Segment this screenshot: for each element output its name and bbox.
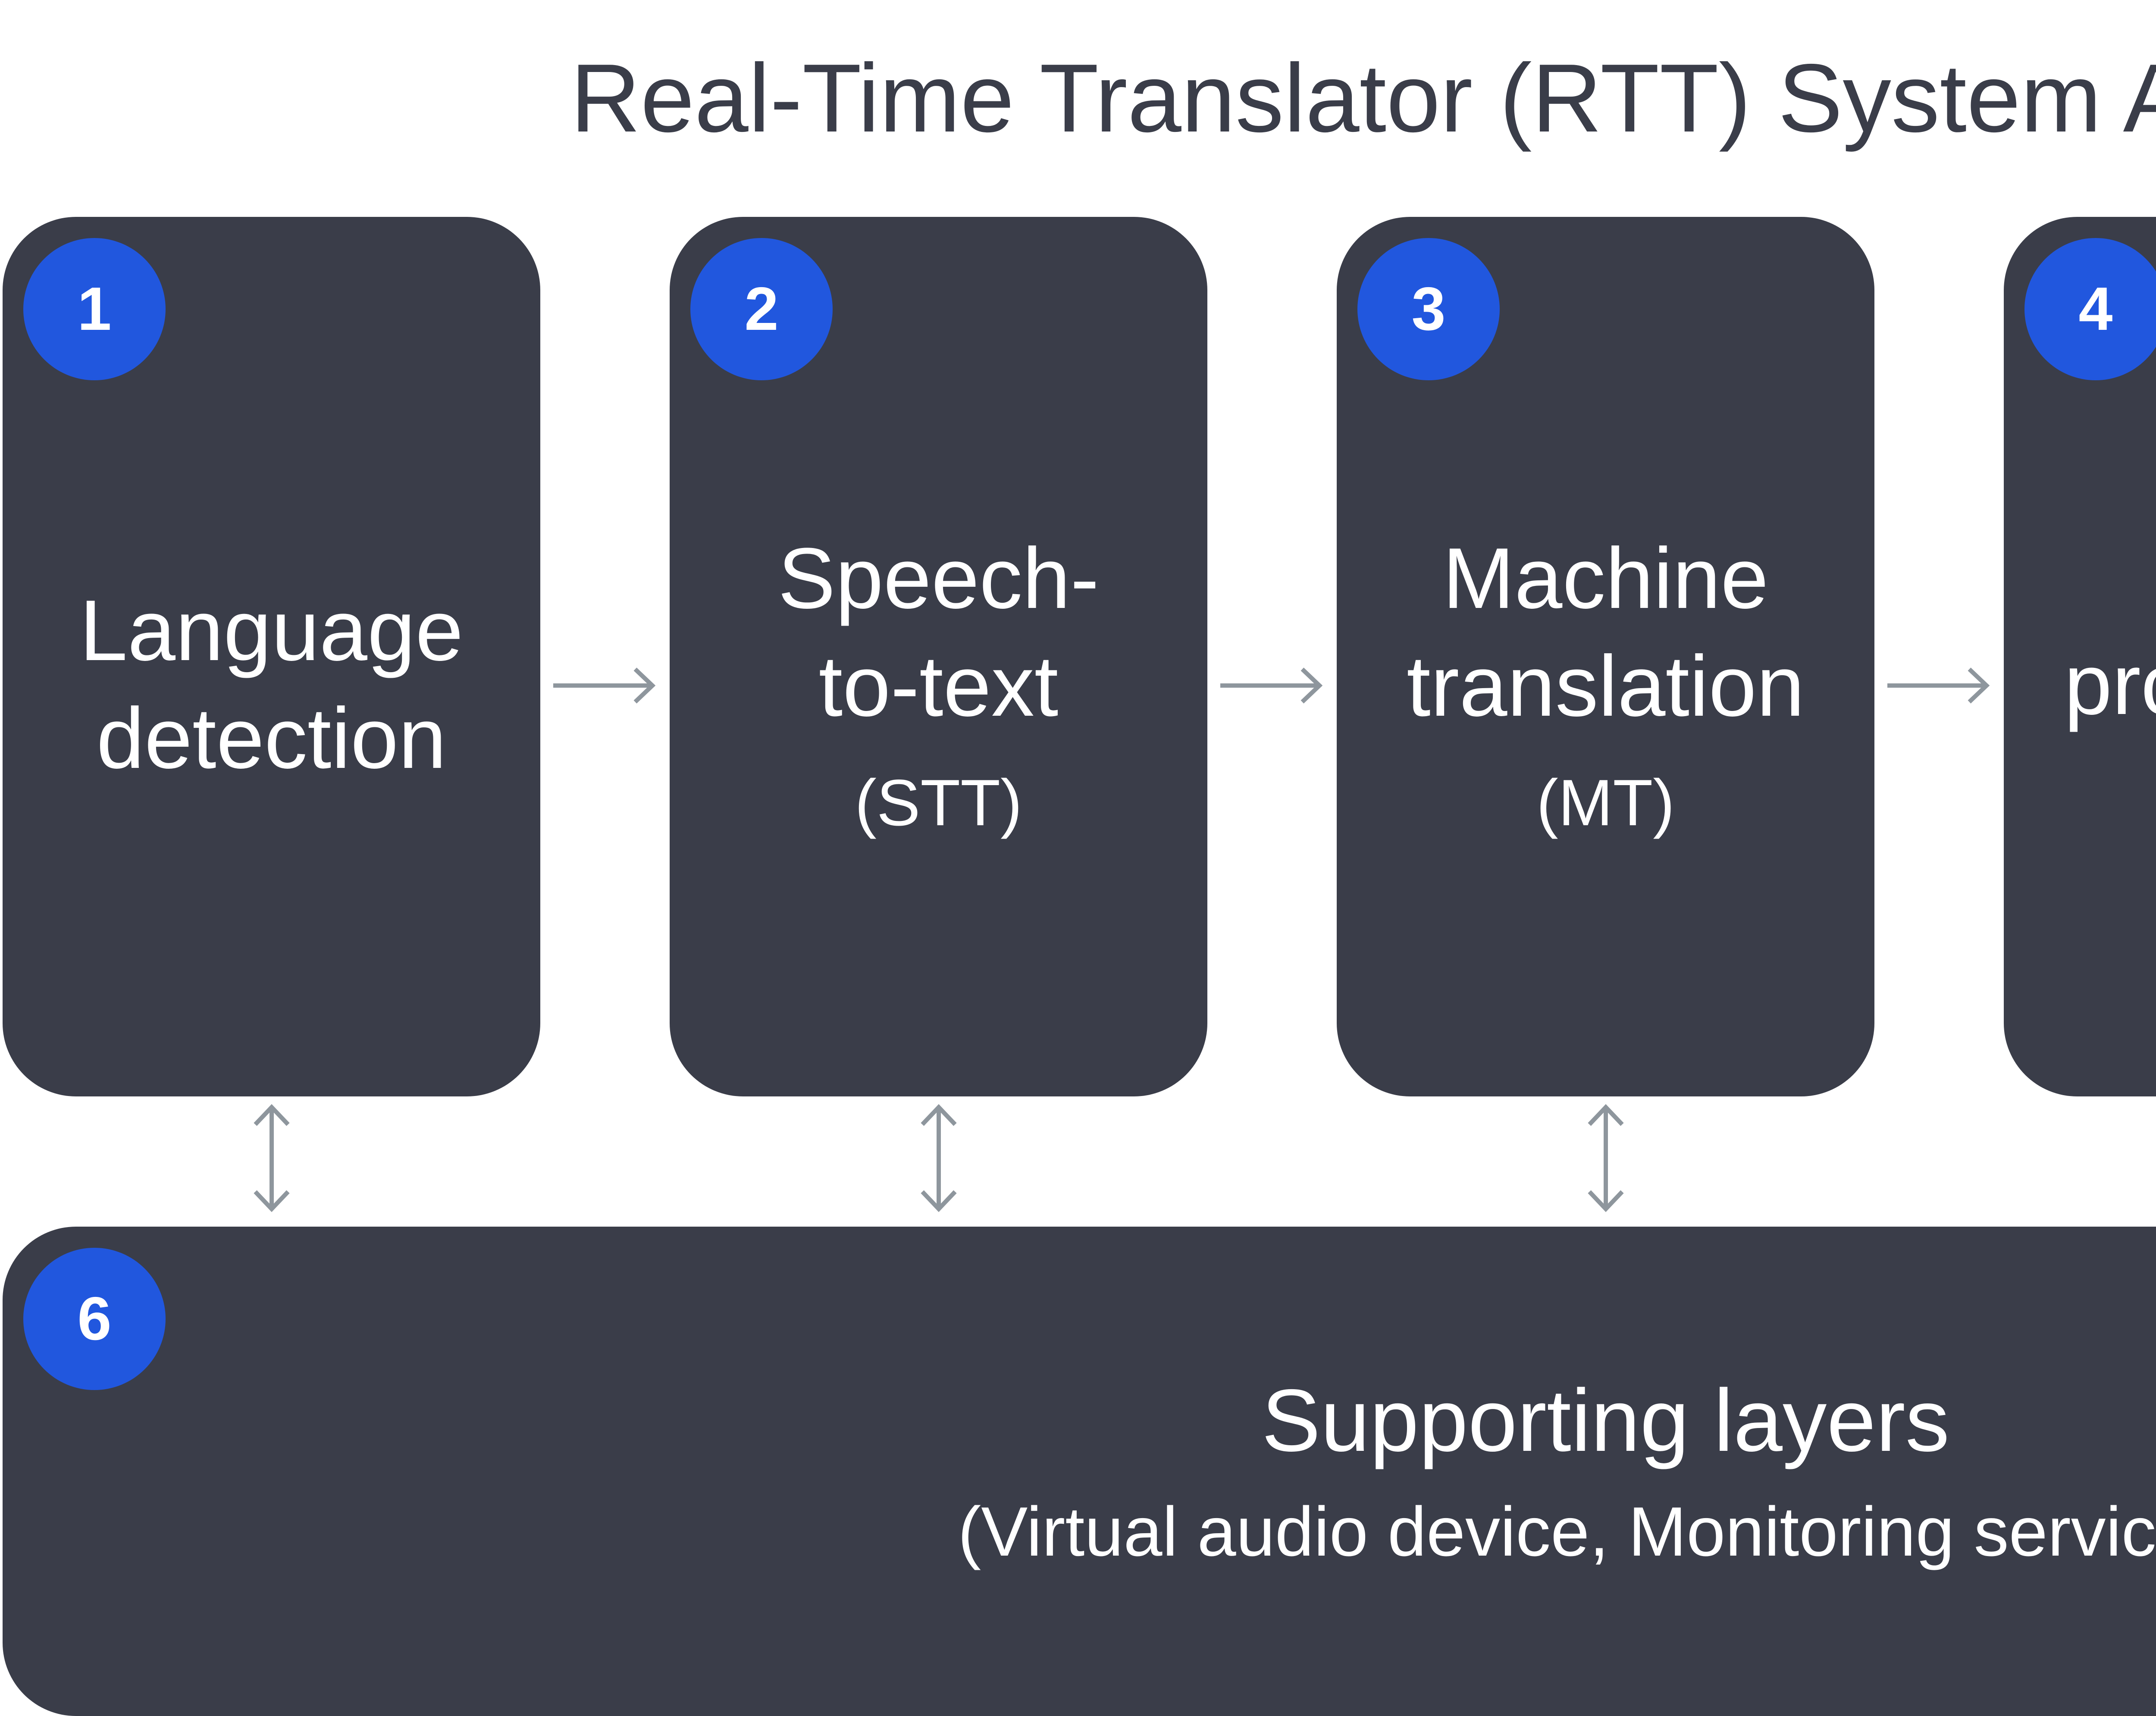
stage-number: 6 <box>77 1284 112 1353</box>
stage-machine-translation: 3 Machine translation (MT) <box>1337 217 1874 1096</box>
stage-abbreviation: (MT) <box>1536 766 1675 839</box>
stage-number-badge: 1 <box>23 238 166 380</box>
pipeline-row: 1 Language detection 2 Speech- to-text (… <box>3 217 2156 1096</box>
flow-gap <box>1874 217 2004 1096</box>
stage-language-detection: 1 Language detection <box>3 217 540 1096</box>
right-arrow-icon <box>553 667 656 704</box>
stage-number: 1 <box>77 275 112 343</box>
stage-label-line: detection <box>96 690 447 786</box>
stage-label-line: to-text <box>818 638 1059 734</box>
flow-gap <box>540 217 670 1096</box>
stage-label-line: Machine <box>1442 530 1769 626</box>
stage-abbreviation: (STT) <box>855 766 1022 839</box>
stage-number-badge: 4 <box>2024 238 2156 380</box>
stage-number-badge: 6 <box>23 1248 166 1390</box>
right-arrow-icon <box>1220 667 1323 704</box>
supporting-layers-title: Supporting layers <box>1261 1371 1950 1470</box>
stage-label-line: translation <box>1407 638 1805 734</box>
flow-gap <box>1207 217 1337 1096</box>
double-vertical-arrow-icon <box>254 1104 290 1212</box>
stage-number: 2 <box>744 275 779 343</box>
double-vertical-arrow-icon <box>1588 1104 1624 1212</box>
stage-number-badge: 3 <box>1357 238 1500 380</box>
stage-post-processing: 4 Post- processing layer <box>2004 217 2156 1096</box>
stage-label-line: Language <box>79 582 464 679</box>
stage-number: 4 <box>2078 275 2113 343</box>
stage-speech-to-text: 2 Speech- to-text (STT) <box>670 217 1207 1096</box>
diagram-title: Real-Time Translator (RTT) System Archit… <box>570 44 2156 152</box>
right-arrow-icon <box>1887 667 1990 704</box>
stage-label-line: processing <box>2064 636 2156 733</box>
stage-number: 3 <box>1411 275 1446 343</box>
stage-label-line: Speech- <box>778 530 1099 626</box>
stage-number-badge: 2 <box>690 238 833 380</box>
supporting-layers-subtitle: (Virtual audio device, Monitoring servic… <box>958 1493 2156 1571</box>
supporting-layers-box: 6 Supporting layers (Virtual audio devic… <box>3 1227 2156 1716</box>
double-vertical-arrow-icon <box>921 1104 957 1212</box>
